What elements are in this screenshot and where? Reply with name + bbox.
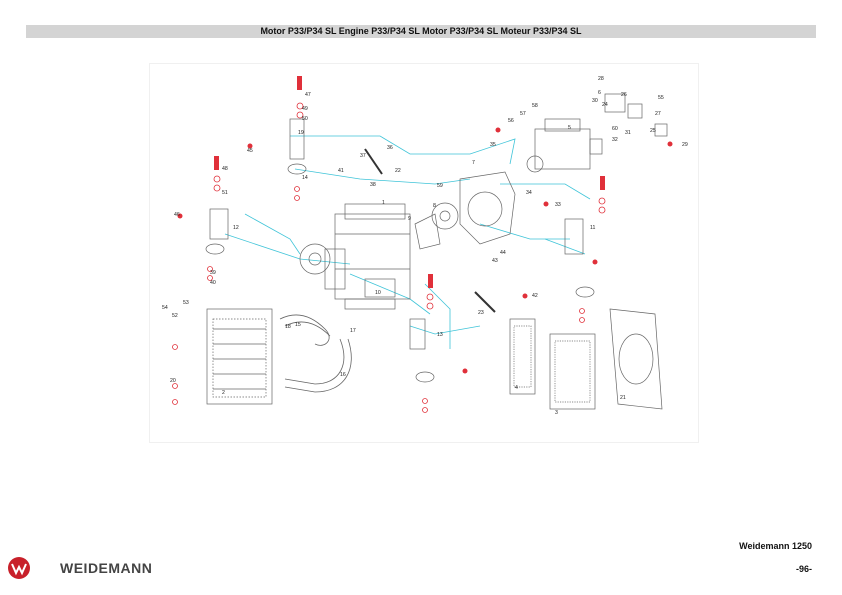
part-callout-32: 32 (612, 137, 618, 143)
part-callout-2: 2 (222, 390, 225, 396)
part-callout-42: 42 (532, 293, 538, 299)
part-callout-55: 55 (658, 95, 664, 101)
fan-shroud (609, 308, 663, 410)
charge-air-cooler (549, 333, 596, 410)
washers (172, 102, 606, 413)
part-callout-40: 40 (210, 280, 216, 286)
part-callout-27: 27 (655, 111, 661, 117)
part-callout-36: 36 (387, 145, 393, 151)
part-callout-8: 8 (433, 203, 436, 209)
part-callout-3: 3 (555, 410, 558, 416)
part-callout-30: 30 (592, 98, 598, 104)
flywheel-housing (414, 171, 516, 250)
part-number-labels: 1234567891011121314151617181920212223242… (162, 76, 688, 416)
part-callout-28: 28 (598, 76, 604, 82)
machine-model: Weidemann 1250 (739, 541, 812, 551)
part-callout-14: 14 (302, 175, 308, 181)
part-callout-24: 24 (602, 102, 608, 108)
part-callout-60: 60 (612, 126, 618, 132)
v-belt (364, 148, 496, 313)
engine-block (299, 203, 411, 310)
part-callout-25: 25 (650, 128, 656, 134)
oil-cooler (509, 318, 536, 395)
page-title: Motor P33/P34 SL Engine P33/P34 SL Motor… (26, 25, 816, 38)
part-callout-49: 49 (302, 106, 308, 112)
part-callout-51: 51 (222, 190, 228, 196)
part-callout-58: 58 (532, 103, 538, 109)
part-callout-21: 21 (620, 395, 626, 401)
part-callout-57: 57 (520, 111, 526, 117)
part-callout-31: 31 (625, 130, 631, 136)
part-callout-12: 12 (233, 225, 239, 231)
part-callout-9: 9 (408, 216, 411, 222)
part-callout-1: 1 (382, 200, 385, 206)
part-callout-37: 37 (360, 153, 366, 159)
part-callout-43: 43 (492, 258, 498, 264)
radiator (206, 308, 273, 405)
part-callout-44: 44 (500, 250, 506, 256)
part-callout-45: 45 (247, 148, 253, 154)
hydraulic-pump (526, 93, 668, 173)
part-callout-54: 54 (162, 305, 168, 311)
part-callout-39: 39 (210, 270, 216, 276)
page-number: -96- (795, 564, 812, 574)
bolts (177, 76, 673, 374)
part-callout-18: 18 (285, 324, 291, 330)
part-callout-29: 29 (682, 142, 688, 148)
part-callout-38: 38 (370, 182, 376, 188)
weidemann-logo-icon (8, 557, 30, 579)
part-callout-56: 56 (508, 118, 514, 124)
part-callout-4: 4 (515, 385, 518, 391)
part-callout-23: 23 (478, 310, 484, 316)
part-callout-33: 33 (555, 202, 561, 208)
engine-mounts (205, 118, 595, 383)
part-callout-34: 34 (526, 190, 532, 196)
part-callout-19: 19 (298, 130, 304, 136)
part-callout-6: 6 (598, 90, 601, 96)
part-callout-26: 26 (621, 92, 627, 98)
part-callout-5: 5 (568, 125, 571, 131)
part-callout-13: 13 (437, 332, 443, 338)
part-callout-48: 48 (222, 166, 228, 172)
part-callout-10: 10 (375, 290, 381, 296)
brand-name: WEIDEMANN (60, 560, 153, 576)
part-callout-41: 41 (338, 168, 344, 174)
coolant-hoses (279, 314, 352, 393)
part-callout-22: 22 (395, 168, 401, 174)
part-callout-50: 50 (302, 116, 308, 122)
part-callout-15: 15 (295, 322, 301, 328)
part-callout-59: 59 (437, 183, 443, 189)
part-callout-47: 47 (305, 92, 311, 98)
parts-drawing: 1234567891011121314151617181920212223242… (162, 76, 688, 416)
part-callout-17: 17 (350, 328, 356, 334)
part-callout-53: 53 (183, 300, 189, 306)
part-callout-20: 20 (170, 378, 176, 384)
part-callout-52: 52 (172, 313, 178, 319)
part-callout-7: 7 (472, 160, 475, 166)
part-callout-46: 46 (174, 212, 180, 218)
part-callout-16: 16 (340, 372, 346, 378)
part-callout-35: 35 (490, 142, 496, 148)
part-callout-11: 11 (590, 225, 595, 231)
